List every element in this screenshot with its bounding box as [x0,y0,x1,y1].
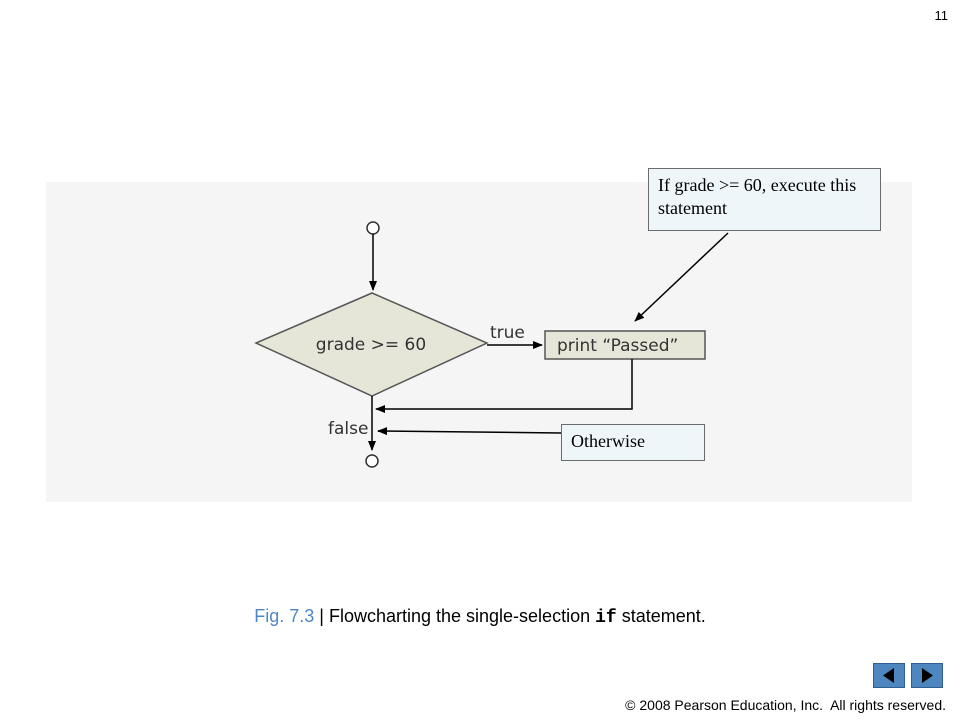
copyright-footer: © 2008 Pearson Education, Inc. All right… [625,697,946,713]
action-label: print “Passed” [557,336,678,356]
caption-text-end: statement. [616,606,706,626]
callout-if-pointer [634,232,729,322]
slide-number: 11 [934,8,949,23]
triangle-right-icon [922,668,933,683]
callout-if: If grade >= 60, execute this statement [648,168,881,231]
next-slide-button[interactable] [911,663,943,688]
start-node [366,221,380,235]
false-label: false [328,419,368,439]
caption-separator: | [314,606,329,626]
decision-label: grade >= 60 [316,335,426,355]
true-label: true [490,323,525,343]
callout-otherwise-pointer [377,427,562,436]
merge-line [375,359,633,413]
caption-code: if [595,608,617,628]
figure-label: Fig. 7.3 [254,606,315,626]
previous-slide-button[interactable] [873,663,905,688]
callout-otherwise: Otherwise [561,424,705,461]
action-box [544,330,706,360]
caption-text: Flowcharting the single-selection [328,606,596,626]
triangle-left-icon [883,668,894,683]
figure-caption: Fig. 7.3 | Flowcharting the single-selec… [0,606,960,628]
end-node [365,454,379,468]
